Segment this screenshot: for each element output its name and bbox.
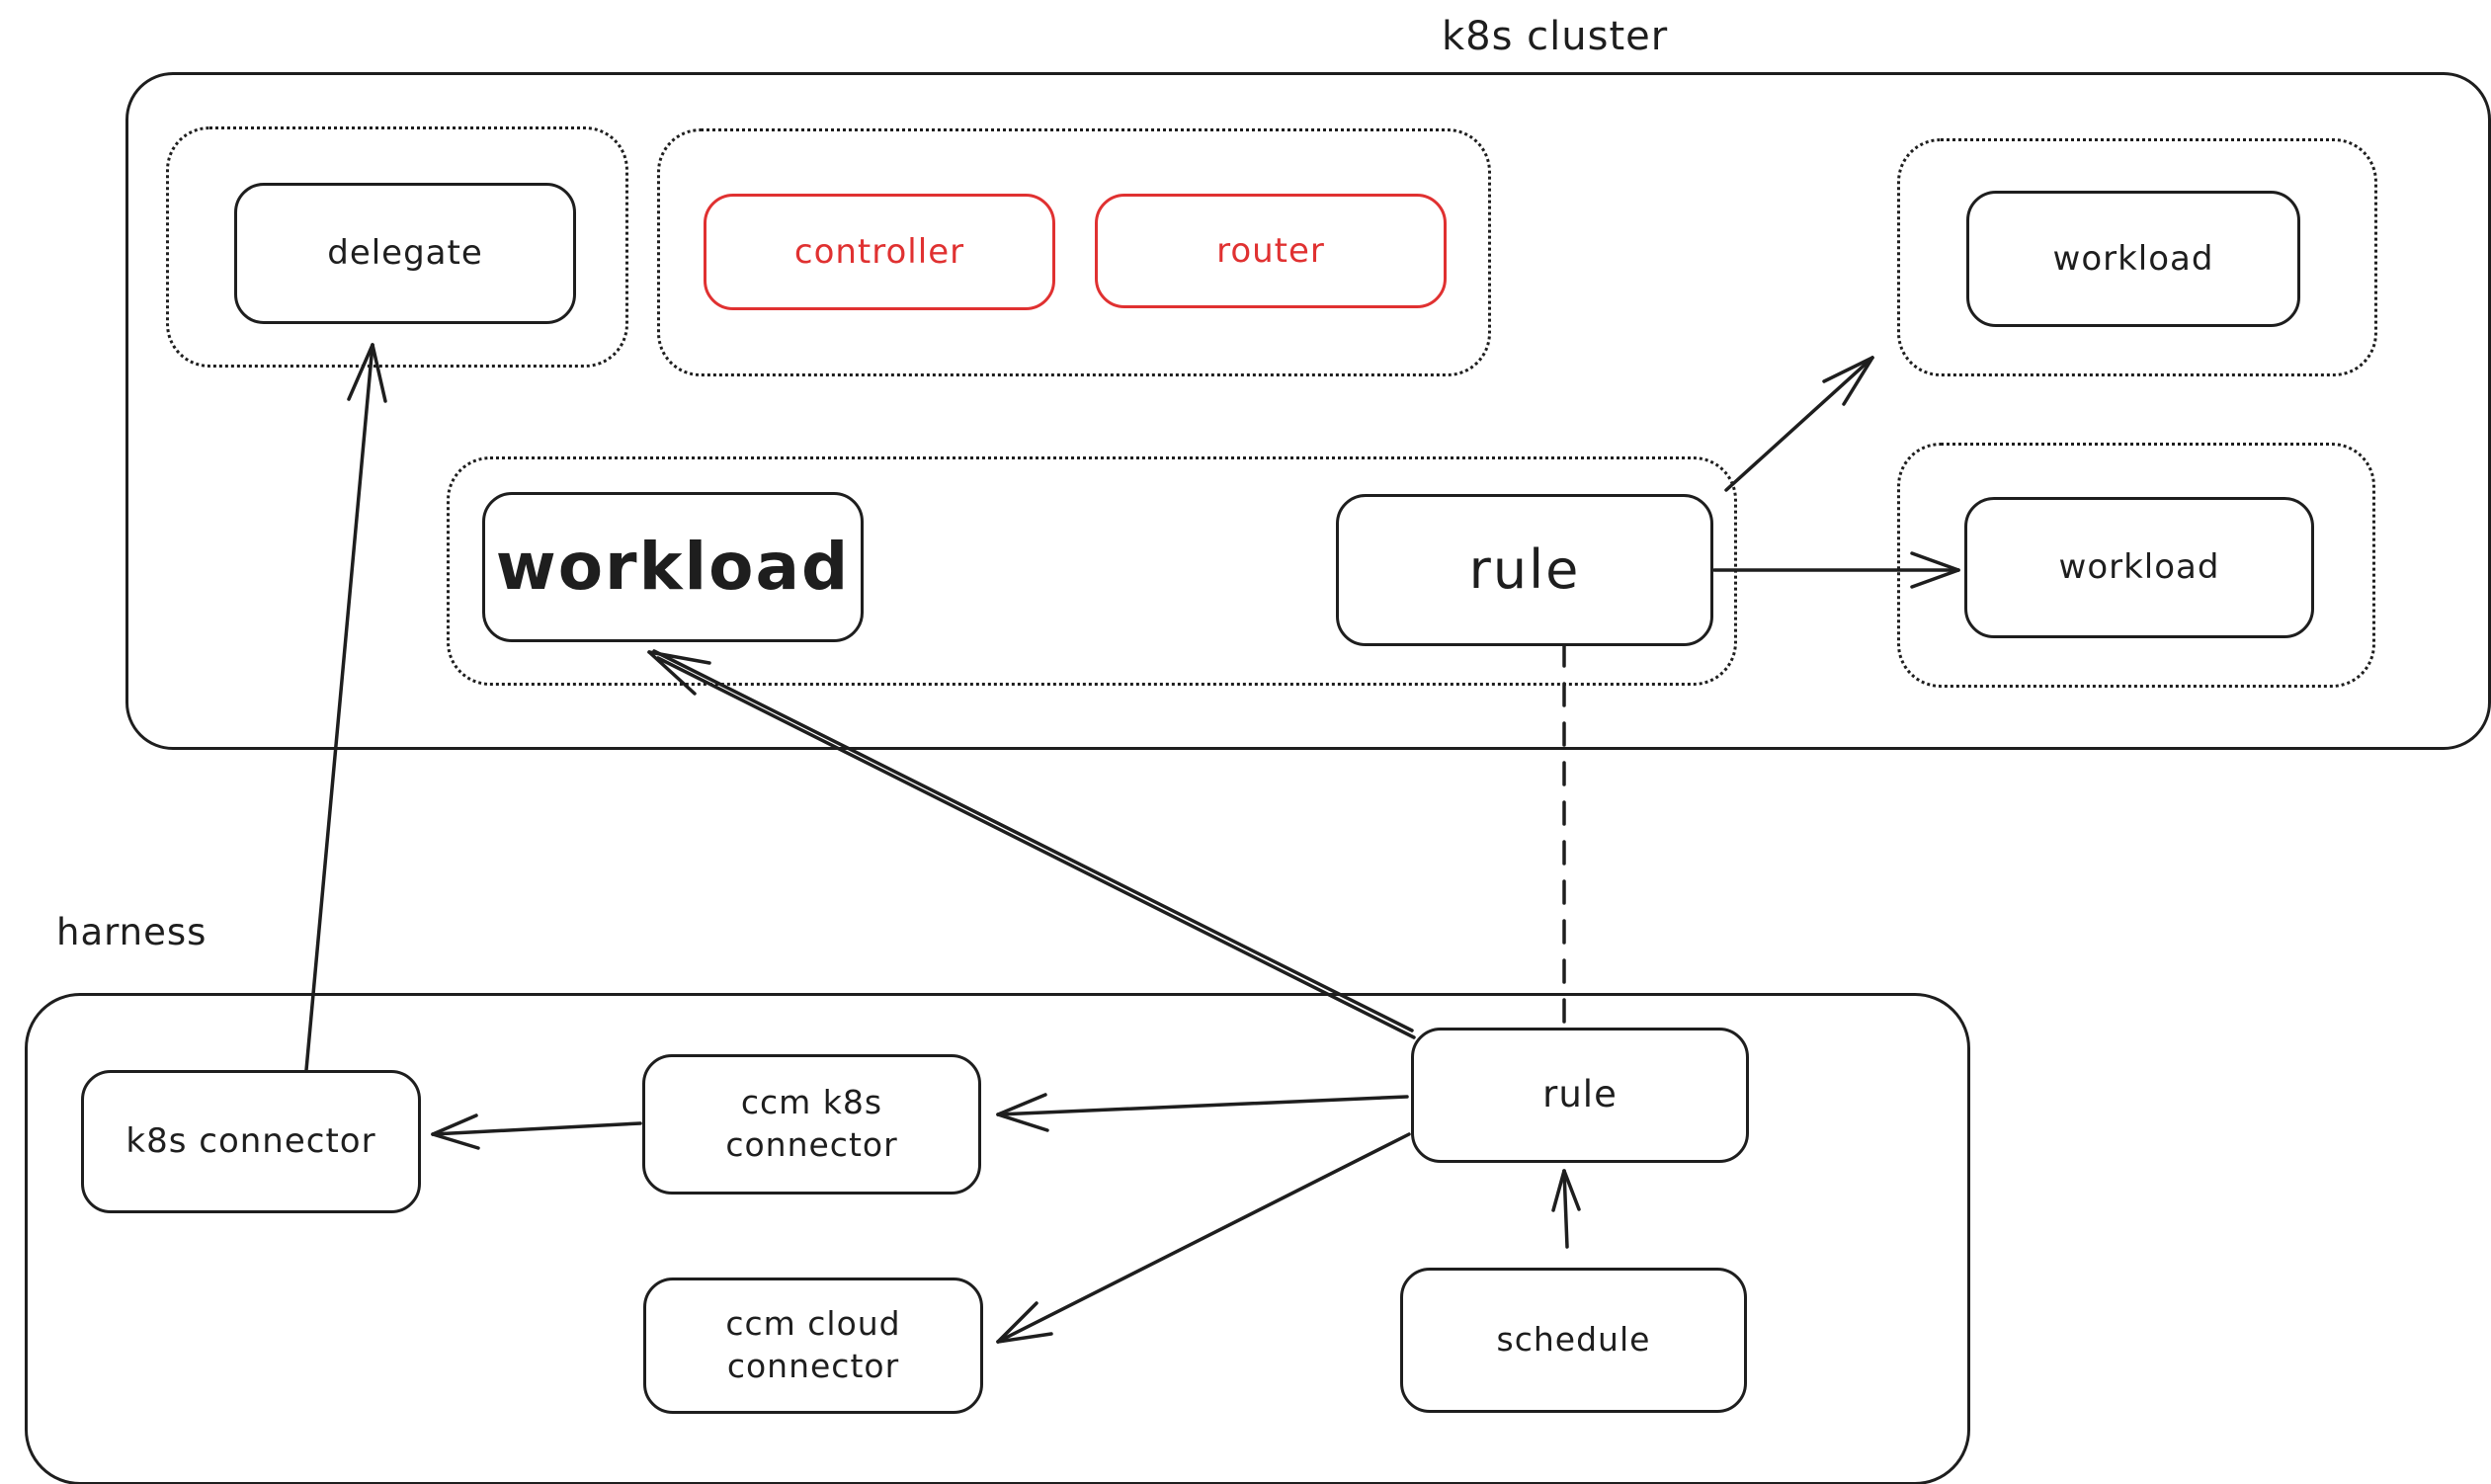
edge-ccm-k8s-to-k8s-connector xyxy=(431,1113,642,1150)
workload-rule-group xyxy=(447,456,1737,686)
workload-top-right-group xyxy=(1897,138,2377,376)
node-rule-harness: rule xyxy=(1411,1028,1749,1163)
edge-k8s-connector-to-delegate xyxy=(304,343,387,1072)
node-k8s-connector: k8s connector xyxy=(81,1070,421,1213)
edge-rule-k8s-to-workload-top-right xyxy=(1724,356,1874,492)
harness-label: harness xyxy=(56,911,208,953)
node-workload-top-right: workload xyxy=(1966,191,2300,327)
node-schedule: schedule xyxy=(1400,1268,1747,1413)
workload-right-group xyxy=(1897,443,2375,688)
node-ccm-cloud-connector: ccm cloud connector xyxy=(643,1278,983,1414)
node-router: router xyxy=(1095,194,1447,308)
delegate-group xyxy=(166,126,628,368)
k8s-cluster-container xyxy=(125,72,2491,750)
controller-router-group xyxy=(657,128,1491,376)
node-workload-right: workload xyxy=(1964,497,2314,638)
edge-rule-harness-to-ccm-cloud xyxy=(996,1132,1411,1344)
edge-schedule-to-rule-harness xyxy=(1551,1169,1581,1249)
edge-rule-harness-to-ccm-k8s xyxy=(996,1093,1409,1132)
node-delegate: delegate xyxy=(234,183,576,324)
k8s-cluster-label: k8s cluster xyxy=(1442,14,1669,59)
node-rule-k8s: rule xyxy=(1336,494,1713,646)
edge-rule-k8s-to-workload-right xyxy=(1712,551,1960,589)
edge-rule-harness-to-workload-main xyxy=(647,649,1416,1039)
node-controller: controller xyxy=(704,194,1055,310)
node-ccm-k8s-connector: ccm k8s connector xyxy=(642,1054,981,1195)
harness-container xyxy=(25,993,1970,1484)
node-workload-main: workload xyxy=(482,492,864,642)
